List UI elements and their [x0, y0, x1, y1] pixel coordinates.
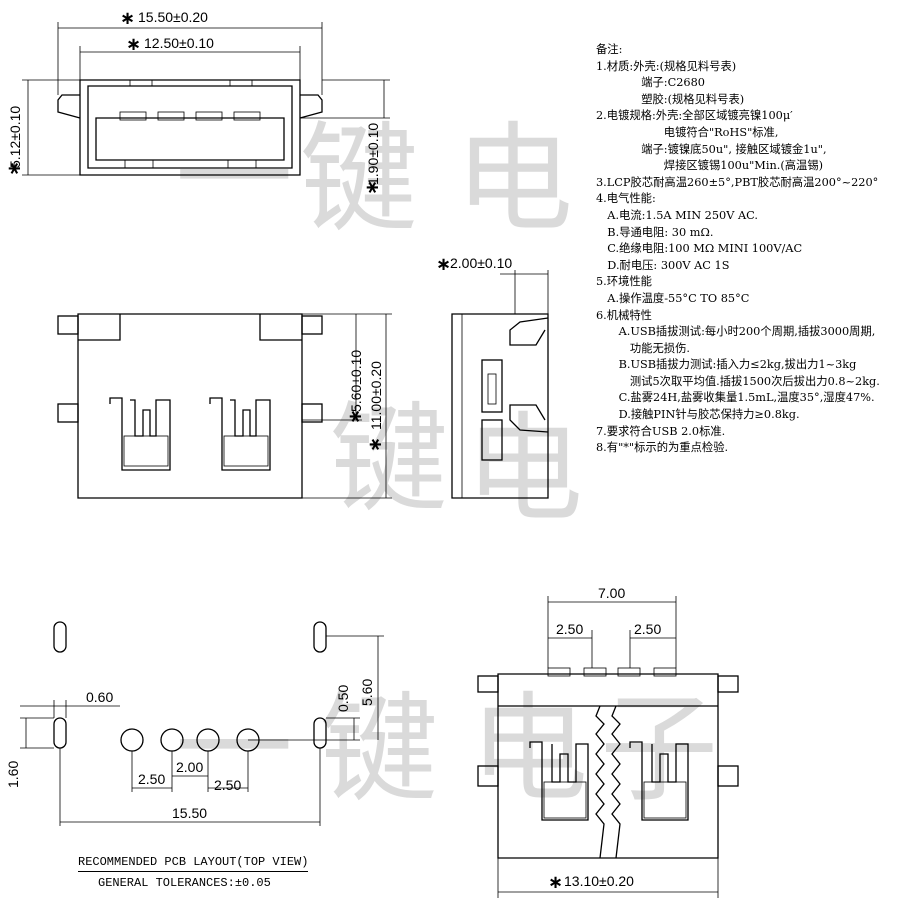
- critical-mark: ∗: [365, 437, 386, 452]
- note-line: B.导通电阻: 30 mΩ.: [596, 225, 714, 239]
- note-line: D.接触PIN针与胶芯保持力≥0.8kg.: [596, 408, 800, 422]
- dim-pitch-left: 2.50: [556, 621, 583, 637]
- pcb-caption: RECOMMENDED PCB LAYOUT(TOP VIEW) GENERAL…: [78, 855, 309, 890]
- watermark-char: 电: [455, 110, 573, 248]
- pcb-layout: 0.60 1.60 2.50 2.00 2.50 15.50 0.50 5.60: [5, 621, 384, 826]
- dim-inner-width: 12.50±0.10: [144, 35, 214, 51]
- note-line: 3.LCP胶芯耐高温260±5°,PBT胶芯耐高温200°~220°: [596, 175, 879, 189]
- note-line: 电镀符合"RoHS"标准,: [596, 125, 779, 139]
- watermark-char: 键: [330, 390, 448, 528]
- notes-heading: 备注:: [596, 43, 623, 56]
- note-line: 端子:C2680: [596, 76, 705, 90]
- dim-slot-offset: 5.60: [359, 679, 375, 706]
- note-line: 6.机械特性: [596, 308, 652, 322]
- dim-overall-width: 15.50±0.20: [138, 9, 208, 25]
- dim-slot-small: 0.50: [335, 685, 351, 712]
- watermark-char: 一: [175, 110, 293, 248]
- dim-width: 13.10±0.20: [564, 873, 634, 889]
- critical-mark: ∗: [548, 872, 563, 893]
- note-line: D.耐电压: 300V AC 1S: [596, 258, 730, 272]
- watermark-char: 子: [600, 680, 718, 818]
- note-line: 4.电气性能:: [596, 192, 656, 206]
- dim-pitch-right: 2.50: [214, 777, 241, 793]
- bottom-view: 7.00 2.50 2.50 ∗ 13.10±0.20: [477, 585, 739, 898]
- note-line: 5.环境性能: [596, 275, 652, 289]
- dim-height: 5.12±0.10: [7, 106, 23, 168]
- pcb-layout-title: RECOMMENDED PCB LAYOUT(TOP VIEW): [78, 855, 309, 872]
- side-view: ∗ 2.00±0.10: [436, 254, 549, 499]
- note-line: C.绝缘电阻:100 MΩ MINI 100V/AC: [596, 242, 803, 256]
- dim-pitch-mid: 2.00: [176, 759, 203, 775]
- watermark-char: 键: [320, 680, 438, 818]
- critical-mark: ∗: [4, 161, 25, 176]
- dim-pitch-right: 2.50: [634, 621, 661, 637]
- dim-total-width: 15.50: [172, 805, 207, 821]
- dim-slot-height: 1.60: [5, 761, 21, 788]
- dim-port-depth: 1.90±0.10: [365, 123, 381, 185]
- note-line: A.操作温度-55°C TO 85°C: [596, 291, 750, 305]
- dim-total-height: 11.00±0.20: [368, 361, 384, 430]
- watermark-char: 一: [175, 680, 293, 818]
- dim-thickness: 2.00±0.10: [450, 255, 512, 271]
- note-line: 功能无损伤.: [596, 341, 690, 355]
- critical-mark: ∗: [362, 180, 383, 195]
- critical-mark: ∗: [436, 254, 451, 275]
- note-line: 8.有"*"标示的为重点检验.: [596, 441, 729, 455]
- note-line: 测试5次取平均值.插拔1500次后拔出力0.8~2kg.: [596, 374, 880, 388]
- watermark-char: 电: [470, 680, 588, 818]
- dim-pitch-left: 2.50: [138, 771, 165, 787]
- note-line: 7.要求符合USB 2.0标准.: [596, 424, 726, 438]
- note-line: 焊接区镀锡100u"Min.(高温锡): [596, 159, 824, 173]
- note-line: A.USB插拔测试:每小时200个周期,插拔3000周期,: [596, 325, 876, 339]
- critical-mark: ∗: [345, 409, 366, 424]
- note-line: B.USB插拔力测试:插入力≤2kg,拔出力1~3kg: [596, 358, 857, 372]
- note-line: 2.电镀规格:外壳:全部区域镀亮镍100μ′: [596, 109, 793, 123]
- watermark-char: 电: [465, 400, 583, 538]
- note-line: 1.材质:外壳:(规格见料号表): [596, 59, 737, 73]
- note-line: 塑胶:(规格见料号表): [596, 92, 745, 106]
- watermark: 一 键 电 键 电 一 键 电 子: [175, 110, 718, 818]
- critical-mark: ∗: [120, 8, 135, 29]
- note-line: A.电流:1.5A MIN 250V AC.: [596, 208, 758, 222]
- note-line: 端子:镀镍底50u", 接触区域镀金1u",: [596, 142, 827, 156]
- front-view: 5.60±0.10 ∗ 11.00±0.20 ∗: [57, 313, 392, 499]
- tolerance-note: GENERAL TOLERANCES:±0.05: [98, 876, 271, 890]
- top-view: ∗ 15.50±0.20 ∗ 12.50±0.10 5.12±0.10 ∗ 1.…: [4, 8, 390, 195]
- spec-notes: 备注: 1.材质:外壳:(规格见料号表) 端子:C2680 塑胶:(规格见料号表)…: [596, 42, 906, 457]
- watermark-char: 键: [300, 110, 418, 248]
- dim-pin-offset: 5.60±0.10: [348, 350, 364, 412]
- critical-mark: ∗: [126, 34, 141, 55]
- dim-slot-width: 0.60: [86, 689, 113, 705]
- dim-span: 7.00: [598, 585, 625, 601]
- note-line: C.盐雾24H,盐雾收集量1.5mL,温度35°,湿度47%.: [596, 391, 875, 405]
